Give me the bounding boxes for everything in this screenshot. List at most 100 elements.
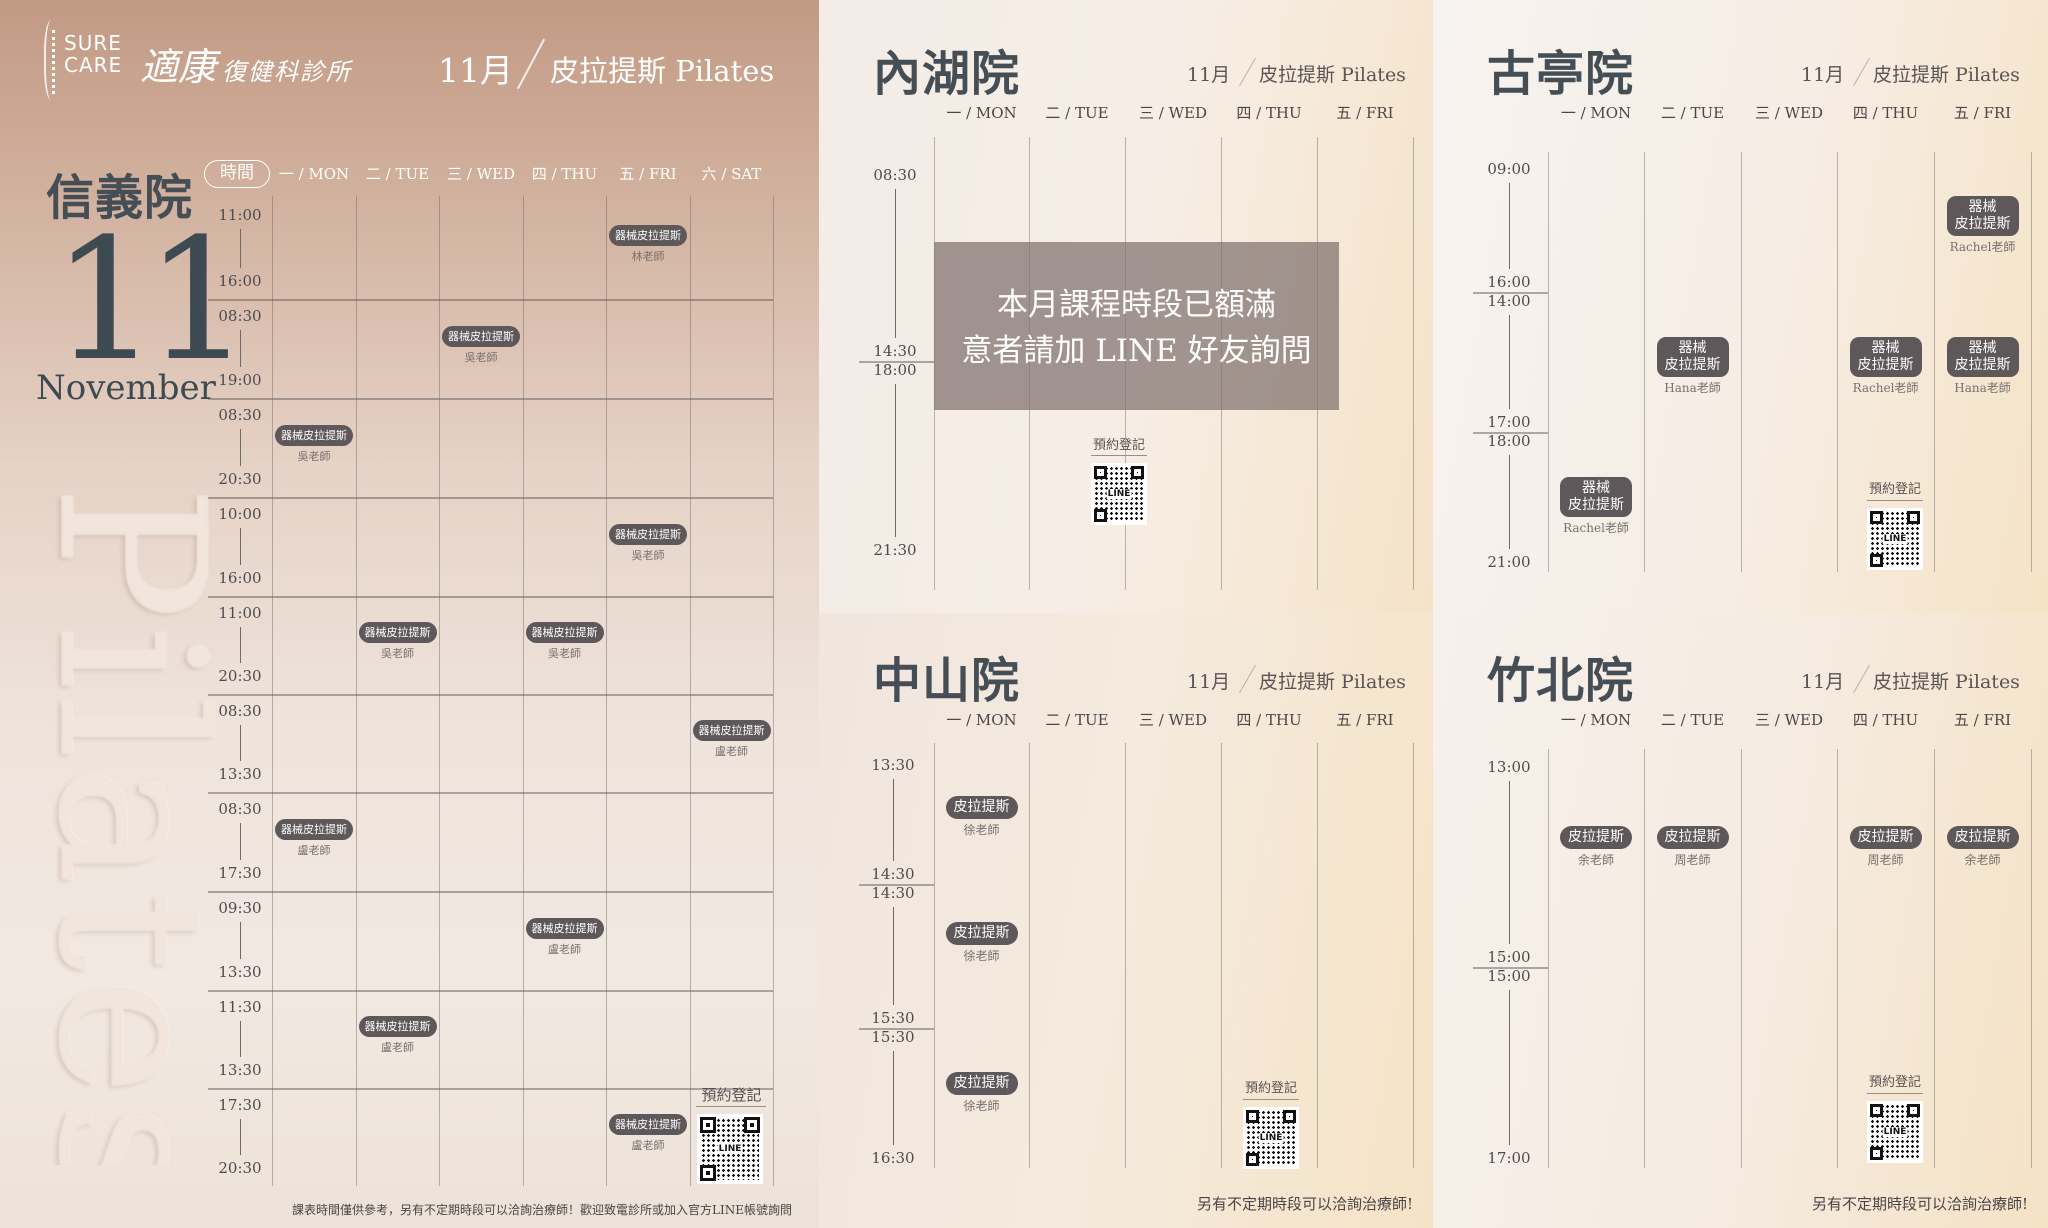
class-name-pill: 器械皮拉提斯 — [525, 917, 604, 939]
header-program: 皮拉提斯 Pilates — [1259, 64, 1406, 86]
line-qr-code[interactable]: LINE — [1243, 1107, 1299, 1169]
line-qr-code[interactable]: LINE — [1867, 508, 1923, 570]
class-name-pill: 器械皮拉提斯 — [609, 523, 687, 545]
fully-booked-line2: 意者請加 LINE 好友詢問 — [961, 333, 1312, 369]
header-program: 皮拉提斯 Pilates — [1873, 64, 2020, 86]
time-end: 13:30 — [218, 963, 262, 981]
time-start: 15:30 — [871, 1028, 915, 1046]
class-name-pill: 器械皮拉提斯 — [358, 1016, 437, 1038]
row-divider — [208, 398, 773, 400]
time-range-connector — [1509, 781, 1510, 944]
class-block: 器械皮拉提斯吳老師 — [441, 325, 521, 365]
column-divider — [2031, 749, 2032, 1168]
class-name-pill: 器械皮拉提斯 — [1560, 477, 1632, 517]
column-divider — [2031, 152, 2032, 572]
branch-title: 信義院 — [46, 170, 194, 226]
header-month: 11月 — [1801, 64, 1845, 86]
header-month: 11月 — [1187, 671, 1231, 693]
row-divider — [208, 990, 773, 992]
time-end: 16:30 — [871, 1149, 915, 1167]
branch-title: 中山院 — [873, 653, 1021, 709]
time-end: 15:00 — [1487, 948, 1531, 966]
time-range-connector — [1509, 990, 1510, 1145]
line-logo-text: LINE — [1106, 489, 1132, 499]
time-start: 08:30 — [218, 406, 262, 424]
column-divider — [1741, 749, 1742, 1168]
row-divider — [1473, 432, 1548, 434]
qr-finder-icon — [1094, 466, 1107, 479]
logo-zh-sub: 復健科診所 — [222, 58, 352, 86]
line-qr-code[interactable]: LINE — [1867, 1101, 1923, 1163]
qr-finder-icon — [700, 1165, 716, 1181]
day-header: 四 / THU — [1236, 711, 1302, 729]
day-header: 四 / THU — [1852, 104, 1919, 122]
qr-finder-icon — [1246, 1153, 1259, 1166]
row-divider — [208, 792, 773, 794]
time-range-connector — [895, 189, 896, 338]
teacher-name: 盧老師 — [381, 1041, 414, 1055]
class-name-pill: 器械皮拉提斯 — [525, 622, 604, 644]
branch-title: 內湖院 — [873, 46, 1021, 102]
qr-divider — [1243, 1099, 1299, 1100]
time-start: 14:30 — [871, 884, 915, 902]
header-slash — [1853, 664, 1870, 694]
branch-title: 古亭院 — [1487, 46, 1635, 102]
header-program: 皮拉提斯 Pilates — [1873, 671, 2020, 693]
day-header: 一 / MON — [1560, 711, 1632, 729]
line-qr-code[interactable]: LINE — [1091, 463, 1147, 525]
time-end: 17:00 — [1487, 1149, 1531, 1167]
day-header: 四 / THU — [1236, 104, 1302, 122]
day-header: 三 / WED — [1139, 711, 1207, 729]
qr-label: 預約登記 — [1868, 482, 1921, 497]
header-program: 皮拉提斯 Pilates — [550, 54, 775, 88]
time-start: 13:00 — [1487, 758, 1531, 776]
header-slash — [1239, 664, 1256, 694]
line-qr-code[interactable]: LINE — [697, 1114, 763, 1184]
teacher-name: Rachel老師 — [1563, 521, 1629, 535]
time-end: 16:00 — [218, 272, 262, 290]
class-name-line1: 器械 — [1968, 199, 1997, 215]
time-range-connector — [240, 528, 241, 565]
time-start: 09:00 — [1487, 160, 1531, 178]
qr-finder-icon — [744, 1117, 760, 1133]
header-program: 皮拉提斯 Pilates — [1259, 671, 1406, 693]
time-start: 18:00 — [1487, 432, 1531, 450]
column-divider — [1934, 152, 1935, 572]
class-block: 皮拉提斯周老師 — [1646, 826, 1739, 868]
day-header: 二 / TUE — [1045, 711, 1109, 729]
header-slash — [516, 38, 546, 90]
teacher-name: 徐老師 — [963, 823, 1000, 837]
time-end: 13:30 — [218, 1061, 262, 1079]
class-name-line2: 皮拉提斯 — [1857, 357, 1914, 373]
class-name-pill: 器械皮拉提斯 — [358, 622, 437, 644]
column-divider — [439, 196, 440, 1186]
class-block: 皮拉提斯余老師 — [1550, 826, 1642, 868]
teacher-name: 吳老師 — [464, 350, 498, 364]
class-name-pill: 器械皮拉提斯 — [442, 325, 520, 347]
teacher-name: Rachel老師 — [1852, 381, 1919, 395]
class-block: 器械皮拉提斯盧老師 — [608, 1113, 688, 1153]
class-name-line2: 皮拉提斯 — [1568, 497, 1624, 513]
time-range-connector — [1509, 455, 1510, 549]
watermark-pilates: Pilates — [20, 485, 230, 1165]
column-divider — [1413, 137, 1414, 590]
row-divider — [208, 1088, 773, 1090]
qr-finder-icon — [1094, 509, 1107, 522]
fully-booked-line1: 本月課程時段已額滿 — [997, 287, 1276, 323]
teacher-name: Rachel老師 — [1949, 240, 2016, 254]
qr-finder-icon — [1246, 1110, 1259, 1123]
class-block: 器械皮拉提斯吳老師 — [274, 424, 354, 464]
column-divider — [690, 196, 691, 1186]
time-start: 17:30 — [218, 1096, 262, 1114]
class-name-pill: 器械皮拉提斯 — [609, 225, 687, 247]
time-end: 15:30 — [871, 1009, 915, 1027]
teacher-name: 吳老師 — [381, 647, 414, 661]
day-header: 五 / FRI — [1336, 104, 1394, 122]
class-block: 皮拉提斯徐老師 — [936, 1072, 1027, 1114]
teacher-name: 盧老師 — [715, 745, 748, 759]
time-range-connector — [240, 627, 241, 663]
